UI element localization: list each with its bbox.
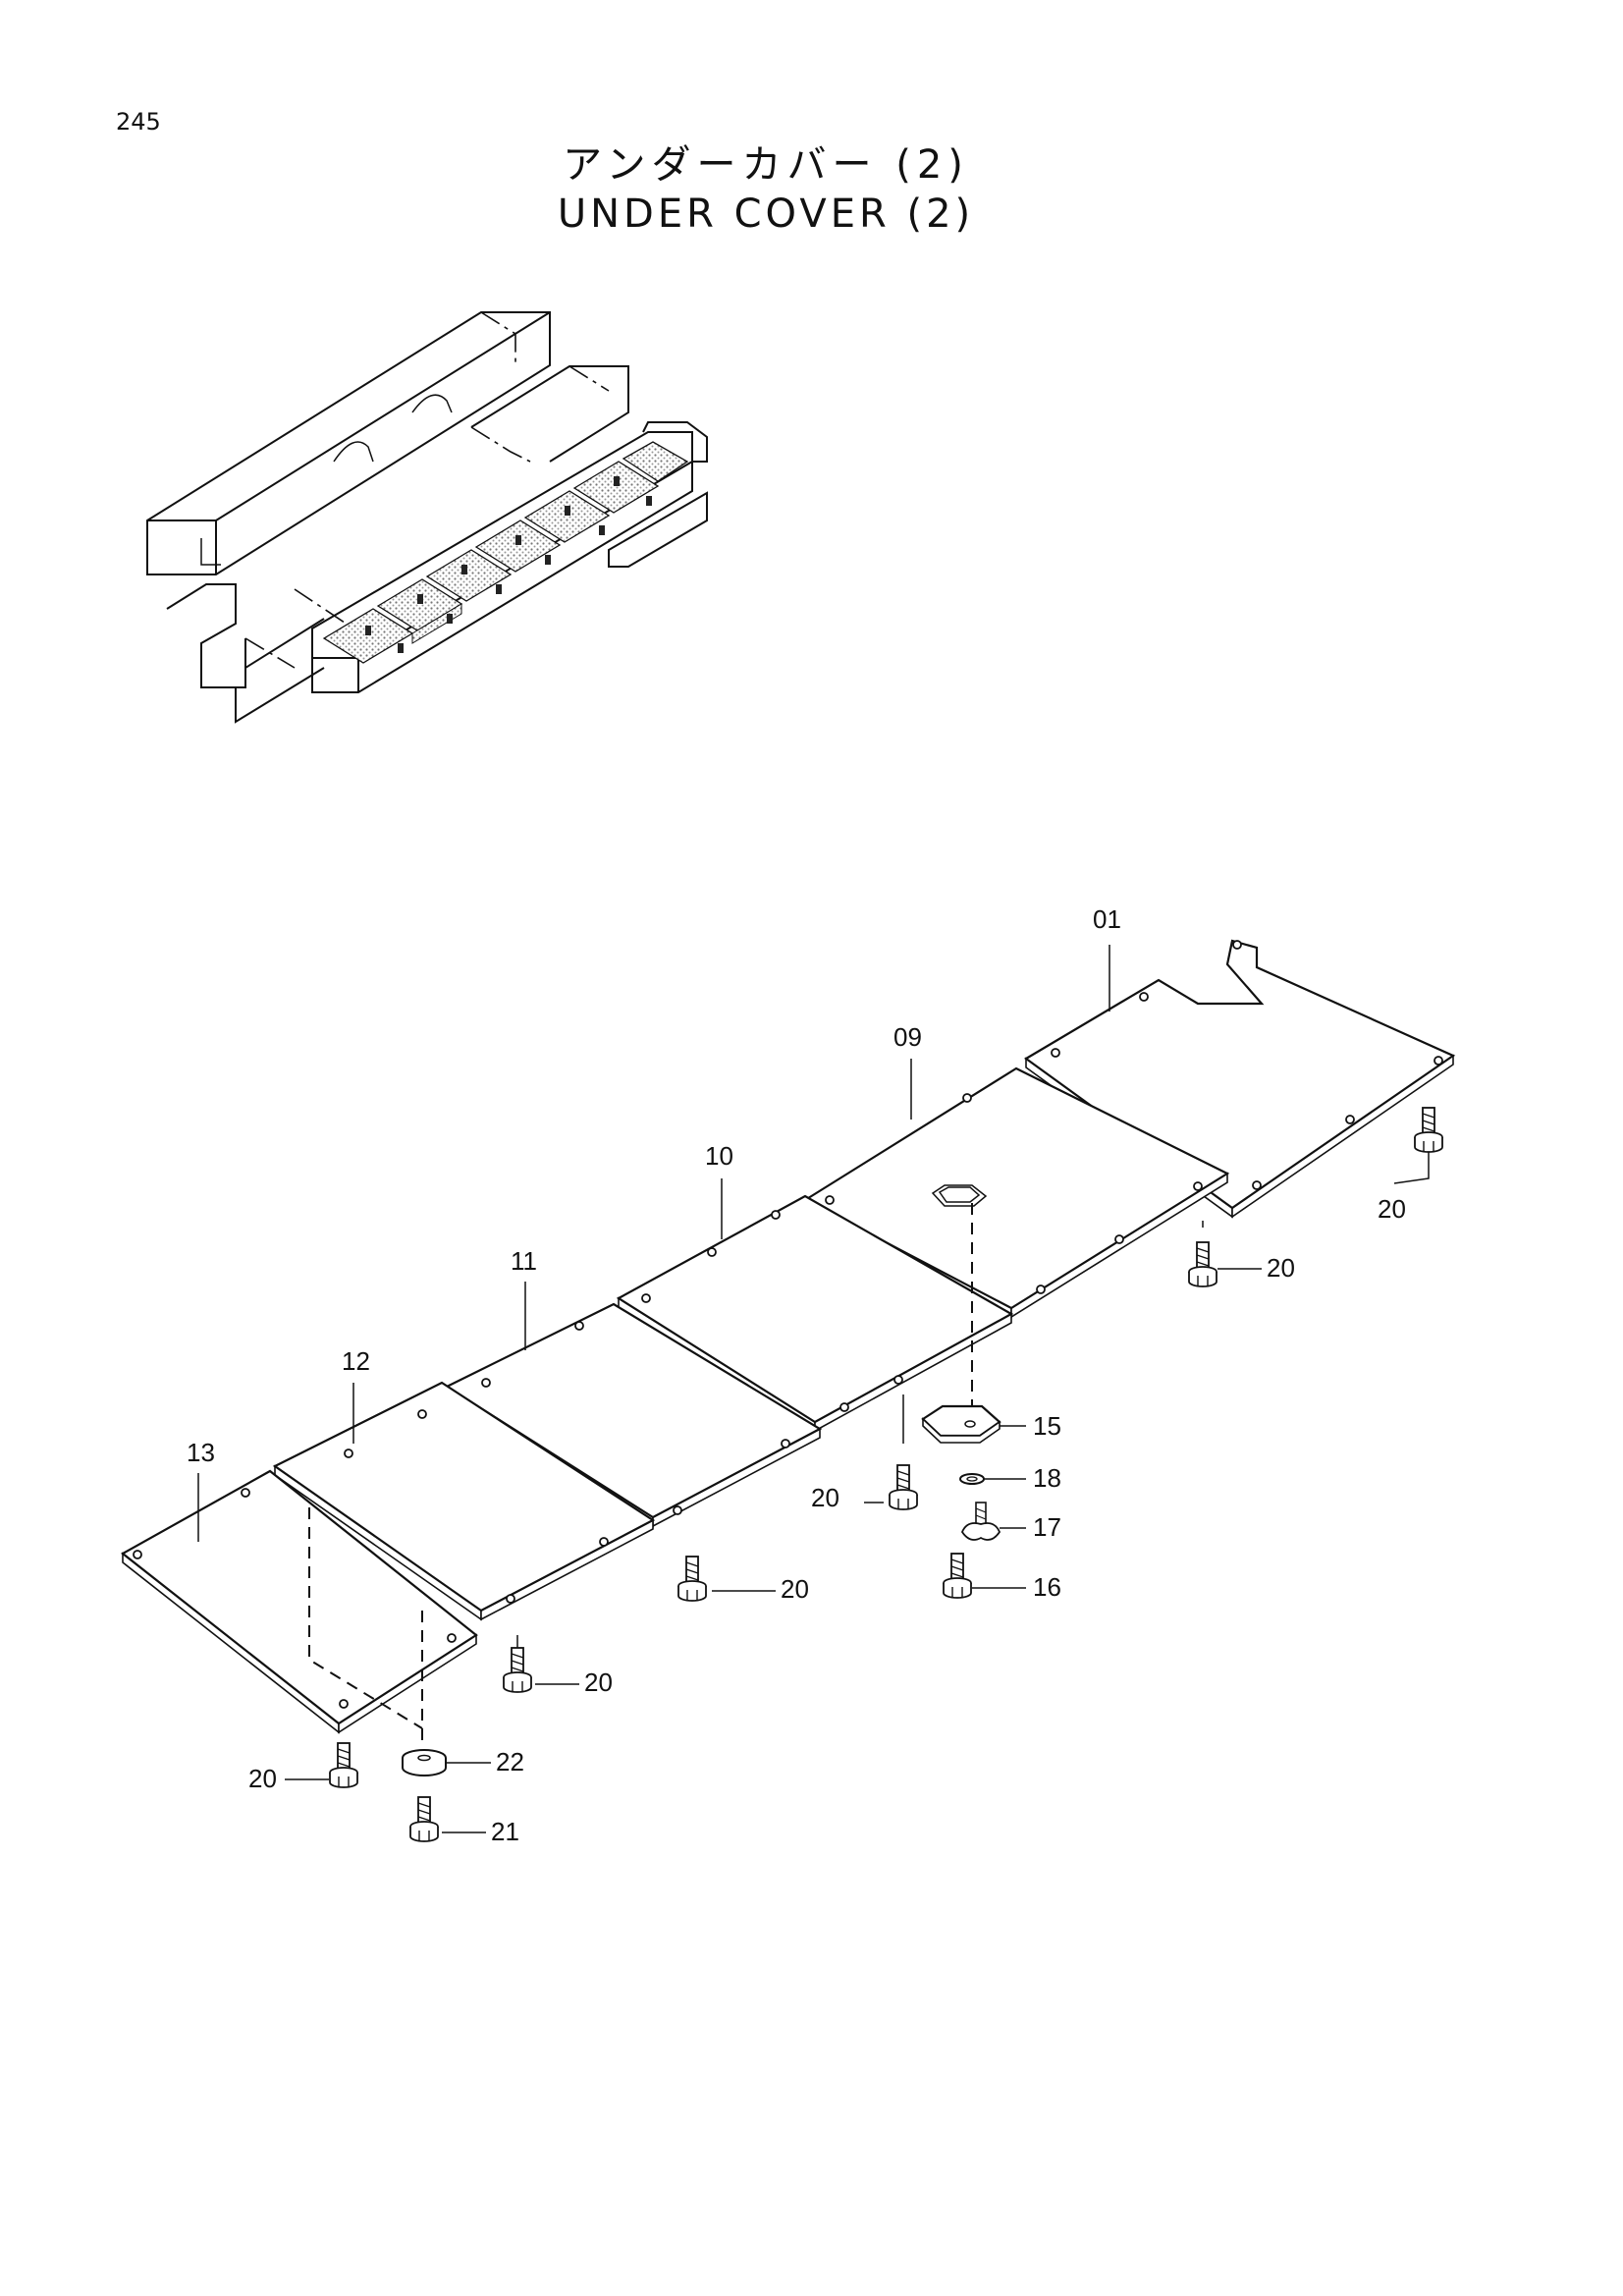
- page-title-english: UNDER COVER (2): [557, 191, 975, 237]
- callout-13: 13: [187, 1438, 215, 1467]
- under-cover-12: [272, 1381, 656, 1621]
- location-overview-illustration: [146, 311, 708, 724]
- bolt-21: [409, 1796, 439, 1842]
- callout-15: 15: [1033, 1411, 1061, 1441]
- page-number: 245: [116, 108, 161, 136]
- bolt-20-d: [677, 1556, 707, 1602]
- callout-22: 22: [496, 1747, 524, 1777]
- callout-17: 17: [1033, 1512, 1061, 1542]
- callout-20-c: 20: [811, 1483, 839, 1512]
- callout-12: 12: [342, 1346, 370, 1376]
- bolt-20-f: [329, 1742, 358, 1788]
- washer-22: [402, 1749, 447, 1777]
- callout-20-f: 20: [248, 1764, 277, 1793]
- callout-20-e: 20: [584, 1667, 613, 1697]
- callout-11: 11: [511, 1246, 537, 1276]
- bolt-16: [943, 1553, 972, 1599]
- bolt-20-e: [503, 1647, 532, 1693]
- plate-15: [921, 1404, 1026, 1444]
- exploded-parts-view: 01 09 10 11 12 13 20 20 20 20 20 20 15 1…: [121, 904, 1456, 1846]
- callout-20-d: 20: [781, 1574, 809, 1604]
- bolt-20-c: [889, 1464, 918, 1510]
- callout-20-a: 20: [1378, 1194, 1406, 1224]
- callout-18: 18: [1033, 1463, 1061, 1493]
- callout-09: 09: [893, 1022, 922, 1052]
- bolt-20-a: [1414, 1107, 1443, 1153]
- washer-18: [959, 1473, 1026, 1485]
- highlighted-under-covers: [322, 441, 689, 664]
- callout-10: 10: [705, 1141, 733, 1171]
- page-title-japanese: アンダーカバー (2): [563, 142, 969, 188]
- callout-21: 21: [491, 1817, 519, 1846]
- bolt-20-b: [1188, 1241, 1217, 1287]
- callout-20-b: 20: [1267, 1253, 1295, 1283]
- wing-bolt-17: [960, 1502, 1026, 1541]
- under-cover-13: [121, 1469, 478, 1734]
- callout-01: 01: [1093, 904, 1121, 934]
- callout-16: 16: [1033, 1572, 1061, 1602]
